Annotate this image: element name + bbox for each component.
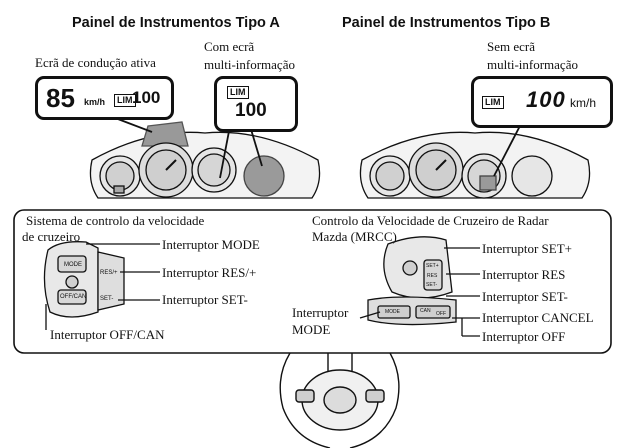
- cruise-title-line1: Sistema de controlo da velocidade: [26, 213, 205, 228]
- active-speed: 85: [46, 83, 75, 113]
- mrcc-title-line2: Mazda (MRCC): [312, 229, 397, 244]
- no-multi-info-label-line2: multi-informação: [487, 57, 578, 72]
- btn-set-text: SET-: [100, 296, 114, 302]
- active-lim-badge: LIM: [114, 91, 136, 107]
- off-switch-label: Interruptor OFF: [482, 329, 566, 344]
- cruise-title-line2: de cruzeiro: [22, 229, 81, 244]
- offcan-switch-label: Interruptor OFF/CAN: [50, 327, 165, 342]
- mrcc-switch-pad: [367, 236, 457, 326]
- multi-limit-value: 100: [235, 100, 267, 121]
- btn-setminus-text: SET-: [426, 282, 438, 288]
- steering-wheel: [279, 352, 400, 448]
- cruise-switch-pad: [43, 241, 125, 318]
- callout-box: [13, 209, 612, 354]
- panel-b-title: Painel de Instrumentos Tipo B: [342, 15, 551, 31]
- active-speed-unit: km/h: [84, 97, 106, 107]
- panel-a-title: Painel de Instrumentos Tipo A: [72, 15, 280, 31]
- mode-switch-label: Interruptor MODE: [162, 237, 260, 252]
- mode-switch-label-mrcc-line2: MODE: [292, 322, 331, 337]
- btn-can-text: CAN: [420, 308, 431, 314]
- active-limit-value: 100: [132, 88, 161, 107]
- multi-info-label-line2: multi-informação: [204, 57, 295, 72]
- multi-info-display: LIM 100: [214, 76, 298, 132]
- btn-mode-text-mrcc: MODE: [385, 309, 400, 315]
- btn-res-text-mrcc: RES: [427, 273, 438, 279]
- multi-info-label-line1: Com ecrã: [204, 39, 255, 54]
- setminus-switch-label: Interruptor SET-: [482, 289, 568, 304]
- btn-off-text: OFF: [436, 311, 446, 317]
- cancel-switch-label: Interruptor CANCEL: [482, 310, 594, 325]
- mode-switch-label-mrcc-line1: Interruptor: [292, 305, 349, 320]
- segment-display: LIM 100 km/h: [471, 76, 613, 128]
- btn-offcan-text: OFF/CAN: [60, 294, 87, 300]
- active-driving-display: 85 km/h LIM 100: [35, 76, 174, 120]
- res-switch-label: Interruptor RES/+: [162, 265, 257, 280]
- segment-value: 100: [526, 87, 566, 112]
- res-switch-label-mrcc: Interruptor RES: [482, 267, 566, 282]
- instrument-cluster-b: [359, 131, 591, 199]
- btn-mode-text: MODE: [64, 262, 82, 268]
- multi-lim-badge: LIM: [227, 83, 249, 99]
- set-switch-label: Interruptor SET-: [162, 292, 248, 307]
- btn-res-text: RES/+: [100, 270, 118, 276]
- setplus-switch-label: Interruptor SET+: [482, 241, 573, 256]
- no-multi-info-label-line1: Sem ecrã: [487, 39, 536, 54]
- btn-setplus-text: SET+: [426, 263, 439, 269]
- instrument-cluster-a: [89, 121, 321, 199]
- segment-unit: km/h: [570, 96, 597, 110]
- mrcc-title-line1: Controlo da Velocidade de Cruzeiro de Ra…: [312, 213, 549, 228]
- segment-lim-badge: LIM: [482, 93, 504, 109]
- active-display-label: Ecrã de condução ativa: [35, 55, 156, 70]
